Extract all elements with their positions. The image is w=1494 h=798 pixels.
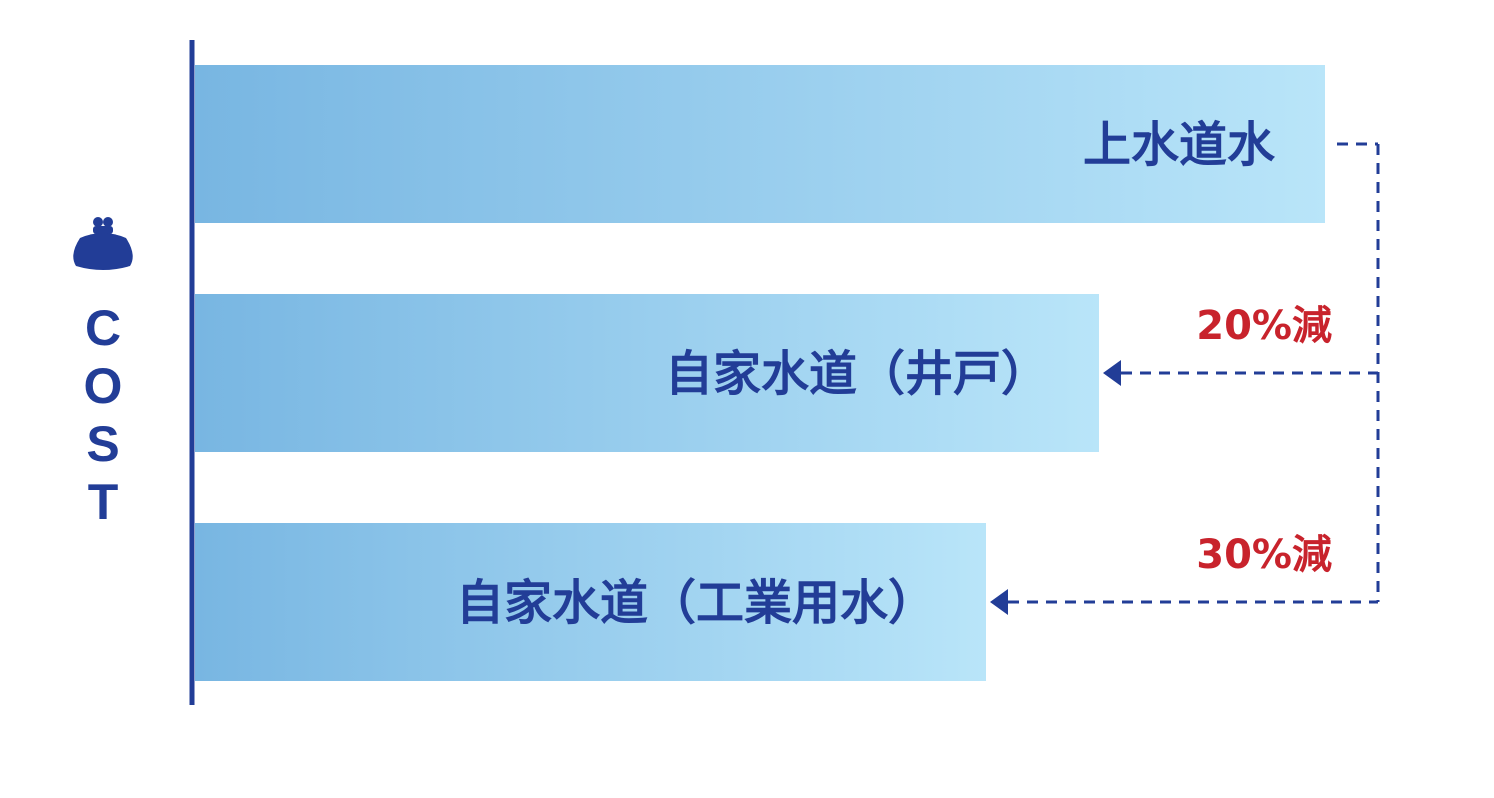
bar-label-3: 自家水道（工業用水） [456,575,936,631]
bars-group [195,65,1325,681]
bar-label-2: 自家水道（井戸） [665,346,1049,402]
arrowhead-2 [990,589,1008,615]
cost-axis-letter: S [86,416,119,472]
arrowhead-1 [1103,360,1121,386]
cost-axis-letter: C [85,300,121,356]
cost-axis-letter: T [88,474,119,530]
bar-1 [195,65,1325,223]
cost-axis-letter: O [84,358,123,414]
bar-2 [195,294,1099,452]
bar-3 [195,523,986,681]
coin-purse-icon [73,217,133,270]
reduction-connectors [990,142,1380,615]
reduction-labels: 20%減 30%減 [1196,303,1332,578]
reduction-label-1: 20%減 [1196,303,1332,349]
bar-label-1: 上水道水 [1083,117,1276,173]
reduction-label-2: 30%減 [1196,532,1332,578]
